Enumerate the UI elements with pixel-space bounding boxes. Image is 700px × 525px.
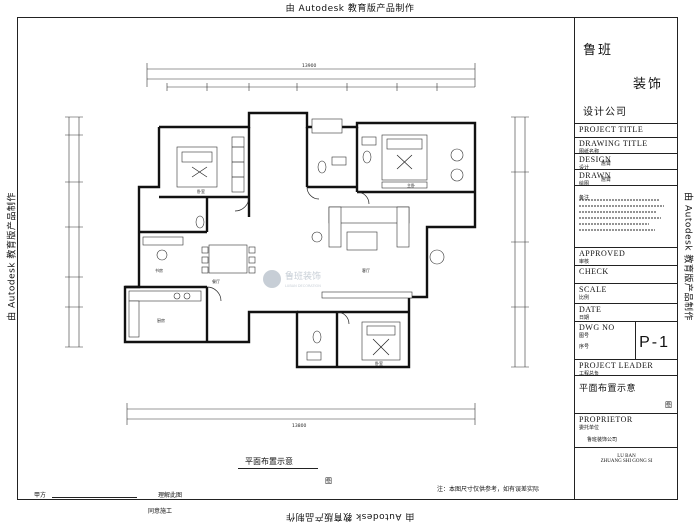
interior-walls (125, 127, 475, 367)
svg-text:LUBAN DECORATION: LUBAN DECORATION (285, 284, 321, 288)
approved-row: APPROVED 审核 (575, 248, 678, 266)
company-name-line3: 设计公司 (583, 107, 627, 118)
living-room-furniture (311, 206, 445, 299)
party-a-signature-line (52, 497, 137, 498)
plan-title-caption: 平面布置示意 (245, 457, 293, 466)
bedroom-c-furniture (306, 321, 401, 361)
company-logo-area: 鲁班 装饰 设计公司 (575, 17, 678, 124)
party-a-label: 甲方 (34, 492, 47, 499)
company-name-line1: 鲁班 (583, 42, 614, 57)
door-swings (206, 186, 370, 325)
room-label-study: 书房 (155, 267, 163, 273)
sheet-number: P-1 (639, 334, 670, 351)
design-row: DESIGN 设计 詹霄 (575, 154, 678, 171)
date-row: DATE 日期 (575, 304, 678, 322)
room-label-living: 客厅 (362, 267, 370, 273)
room-label-dining: 餐厅 (212, 278, 220, 284)
bedroom-b-furniture (381, 134, 464, 189)
svg-text:鲁班装饰: 鲁班装饰 (285, 270, 321, 282)
construct-label: 同意施工 (148, 508, 173, 515)
drawing-sheet-border (17, 17, 678, 500)
watermark-stamp-left: 由 Autodesk 教育版产品制作 (7, 192, 18, 321)
room-label-kitchen: 厨房 (157, 317, 165, 323)
dwg-no-divider (635, 322, 636, 359)
watermark-stamp-top: 由 Autodesk 教育版产品制作 (285, 4, 415, 14)
project-leader-row: PROJECT LEADER 工程总负 (575, 360, 678, 377)
drawn-row: DRAWN 绘图 詹霄 (575, 170, 678, 187)
drawing-title-row: DRAWING TITLE 图纸名称 (575, 138, 678, 155)
room-label-bedroom-c: 卧室 (375, 360, 383, 366)
room-label-bedroom-b: 主卧 (407, 182, 415, 188)
drawing-note: 注：本图尺寸仅供参考，如有误差实际 (437, 486, 540, 493)
project-title-row: PROJECT TITLE (575, 124, 678, 138)
scale-row: SCALE 比例 (575, 284, 678, 304)
right-dimension-ticks (511, 116, 529, 368)
notes-label: 备注 (579, 196, 590, 201)
bathroom-top-fixtures (195, 118, 377, 229)
left-dimension-ticks (65, 116, 83, 348)
room-label-bedroom-a: 卧室 (197, 188, 205, 194)
proprietor-row: PROPRIETOR 委托单位 鲁班装饰公司 (575, 414, 678, 448)
floor-plan-drawing: 13900 13800 (17, 17, 574, 500)
dwg-no-row: DWG NO 图号 序号 P-1 (575, 322, 678, 360)
luban-logo-watermark: 鲁班装饰 LUBAN DECORATION (263, 270, 321, 288)
plan-title-row: 平面布置示意 图 (575, 376, 678, 414)
top-dimension-ticks (166, 83, 438, 91)
notes-text-lines (579, 199, 664, 231)
footer-company-en: LU BAN ZHUANG SHI GONG SI (600, 454, 653, 464)
bottom-total-dimension: 13800 (292, 423, 306, 429)
study-furniture (142, 236, 184, 261)
bedroom-a-furniture (176, 136, 245, 193)
watermark-stamp-right: 由 Autodesk 教育版产品制作 (682, 192, 693, 321)
title-block: 鲁班 装饰 设计公司 PROJECT TITLE DRAWING TITLE 图… (574, 17, 678, 500)
dining-furniture (201, 244, 256, 274)
top-total-dimension: 13900 (302, 63, 316, 69)
plan-title-suffix: 图 (325, 477, 332, 485)
check-row: CHECK (575, 266, 678, 284)
plan-title-underline (238, 468, 318, 469)
company-name-line2: 装饰 (633, 76, 664, 91)
watermark-stamp-bottom: 由 Autodesk 教育版产品制作 (285, 511, 415, 521)
notes-row: 备注 (575, 186, 678, 248)
floor-plan-svg: 13900 13800 (65, 63, 529, 429)
kitchen-fixtures (128, 290, 202, 338)
manager-label: 理解此图 (158, 492, 183, 499)
